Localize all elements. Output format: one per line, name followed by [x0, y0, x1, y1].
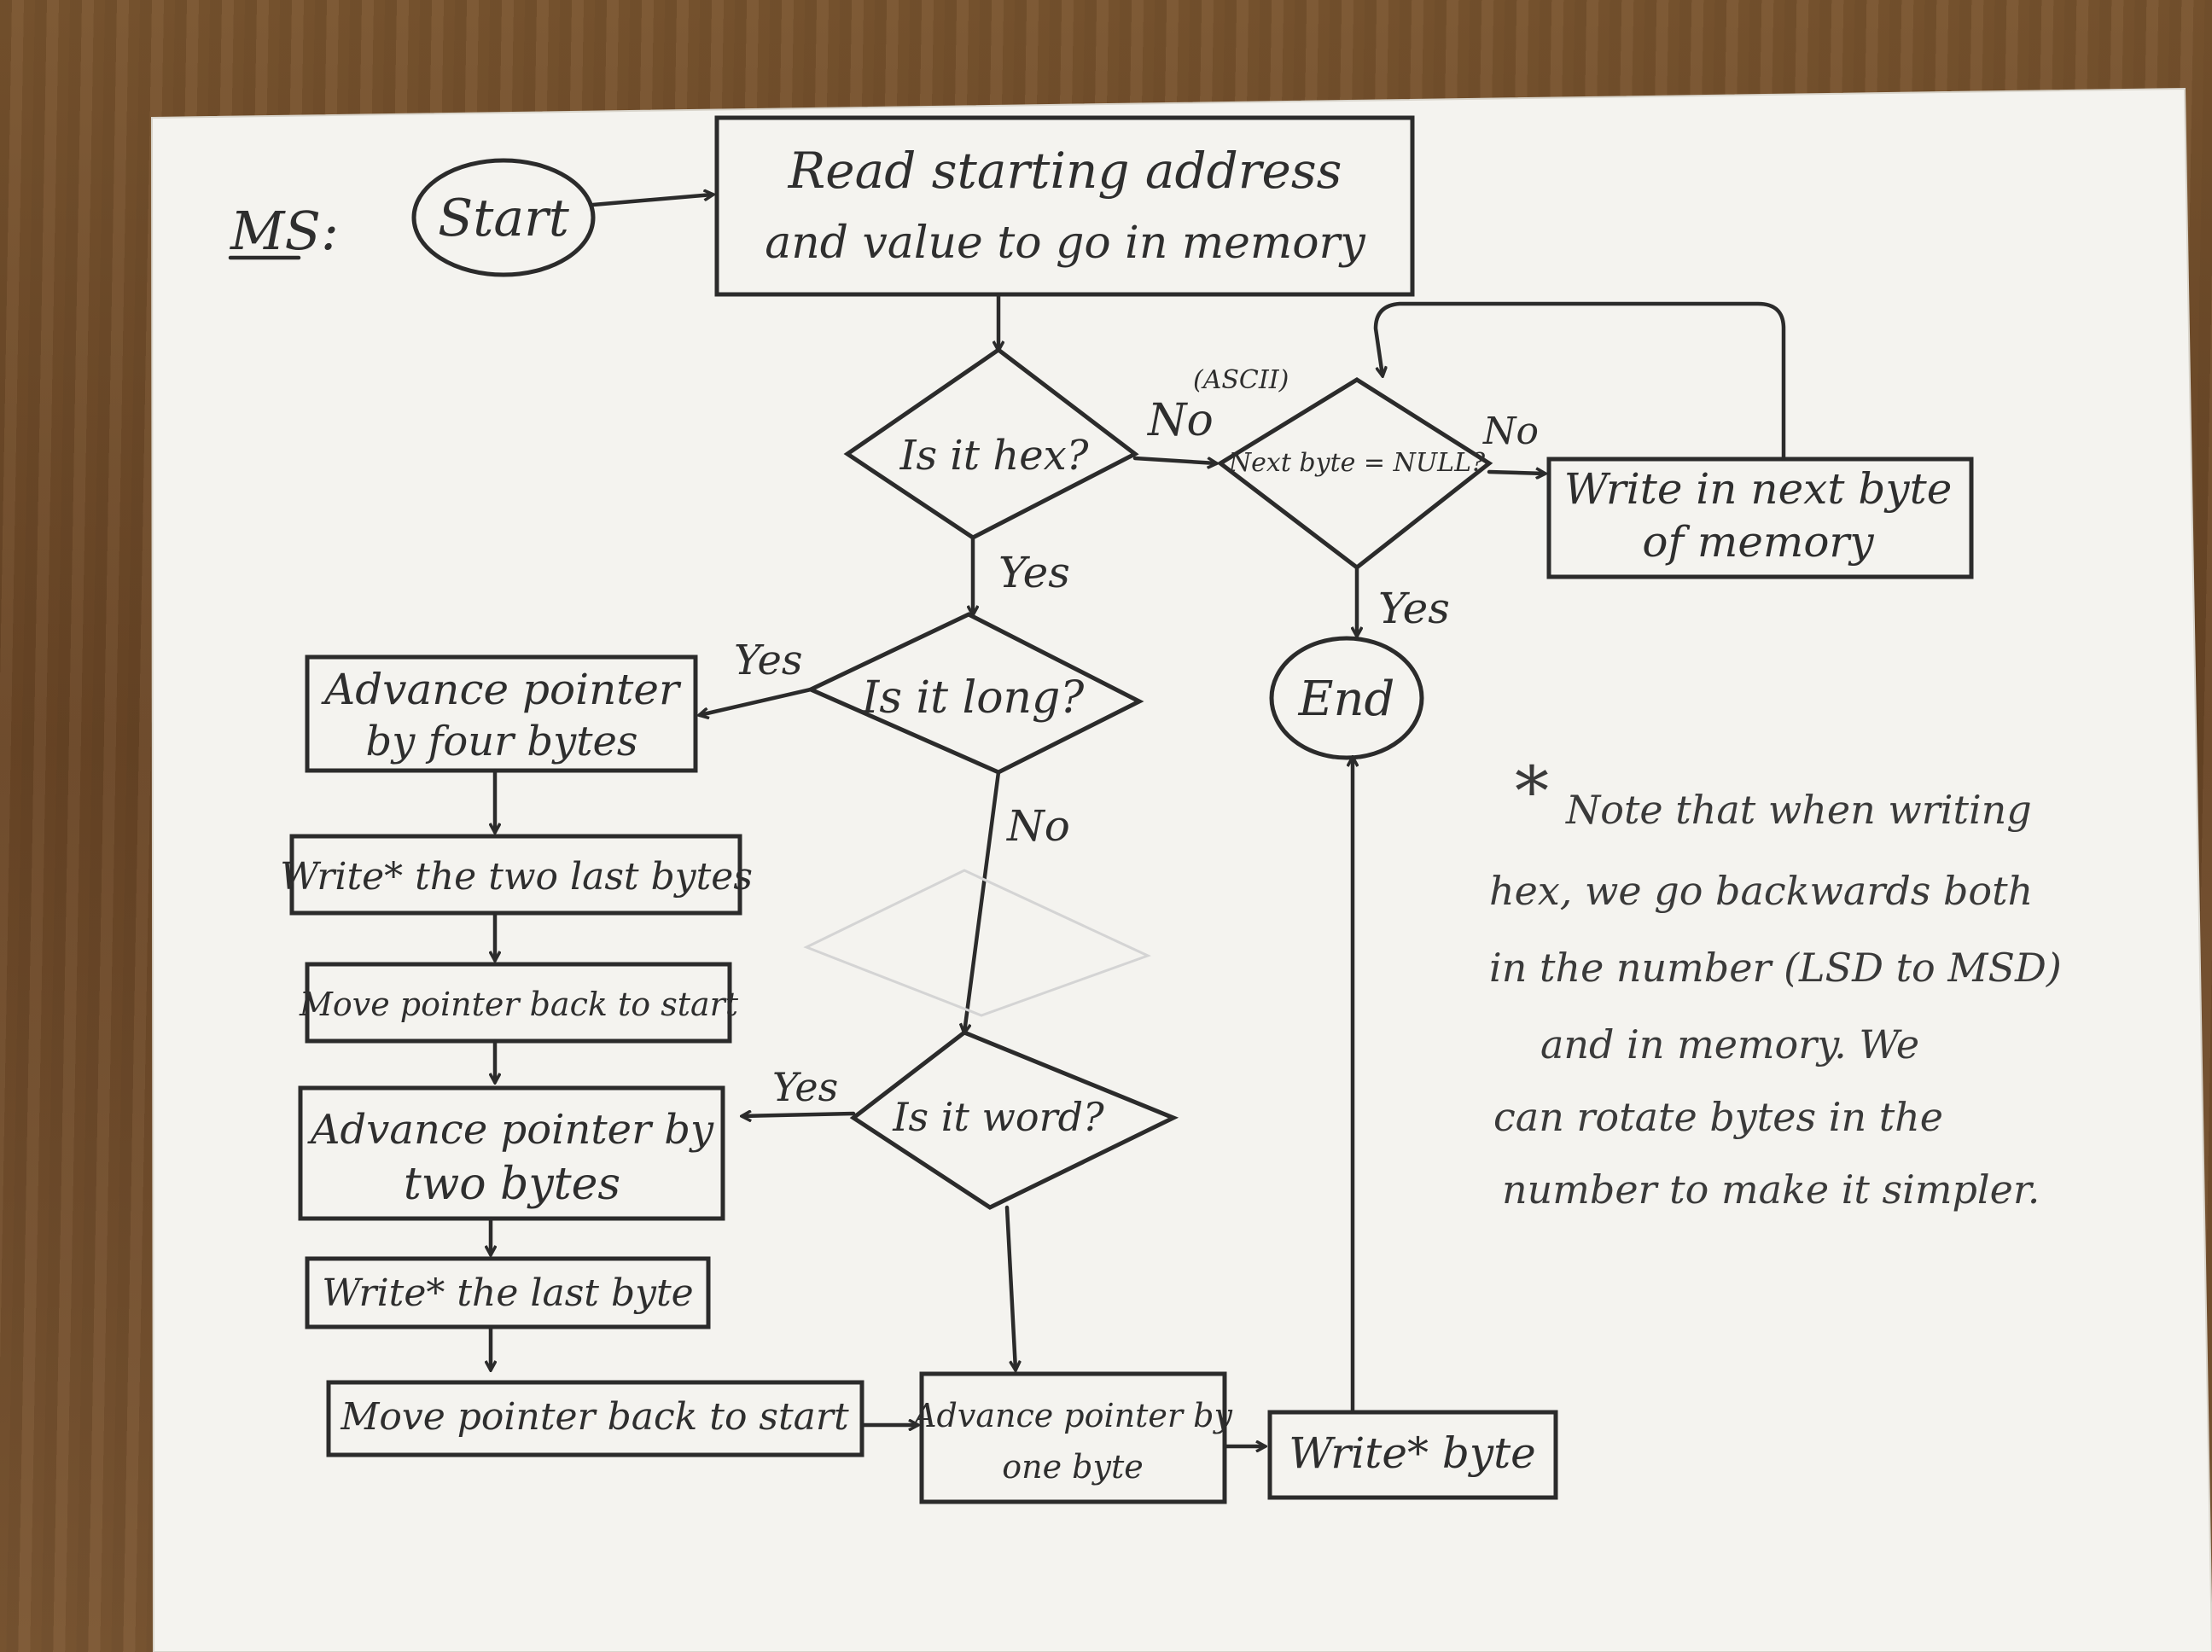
arrow-loop-back [1373, 301, 1786, 462]
note-line-2: hex, we go backwards both [1489, 868, 2033, 914]
arrow-start-read [591, 195, 713, 207]
note-line-5: can rotate bytes in the [1493, 1094, 1943, 1140]
is-hex-no-label: No [1146, 395, 1214, 446]
note-line-1: Note that when writing [1565, 787, 2032, 833]
next-byte-null-no-label: No [1482, 410, 1539, 453]
is-word-diamond [849, 1030, 1179, 1210]
start-node [411, 158, 596, 277]
arrow-word-yes [742, 1114, 856, 1116]
advance-two-label-2: two bytes [404, 1159, 620, 1210]
write-next-label-1: Write in next byte [1564, 464, 1953, 514]
move-back-label-2: Move pointer back to start [340, 1395, 849, 1439]
note-line-6: number to make it simpler. [1502, 1166, 2040, 1213]
write-two-last-box [289, 834, 742, 916]
note-star: * [1515, 752, 1549, 831]
advance-one-box [919, 1371, 1227, 1504]
write-two-last-label: Write* the two last bytes [280, 855, 753, 899]
is-word-label: Is it word? [892, 1094, 1104, 1140]
is-hex-label: Is it hex? [899, 432, 1089, 480]
read-label-2: and value to go in memory [765, 218, 1365, 269]
is-long-label: Is it long? [861, 672, 1086, 724]
move-back-label-1: Move pointer back to start [299, 986, 739, 1023]
write-last-box [305, 1256, 711, 1329]
advance-two-box [298, 1085, 725, 1221]
advance-two-label-1: Advance pointer by [307, 1106, 714, 1154]
prefix-label: MS: [230, 200, 339, 262]
move-back-box-2 [326, 1380, 864, 1457]
end-label: End [1298, 672, 1395, 727]
advance-four-label-1: Advance pointer [321, 665, 682, 714]
advance-four-box [305, 654, 698, 773]
arrow-word-advone [1004, 1205, 1016, 1370]
is-hex-yes-label: Yes [998, 548, 1070, 597]
move-back-box-1 [305, 962, 732, 1044]
advance-four-label-2: by four bytes [365, 718, 637, 765]
write-next-byte-box [1546, 457, 1974, 579]
read-label-1: Read starting address [788, 142, 1342, 200]
note-line-4: and in memory. We [1540, 1021, 1919, 1067]
write-last-label: Write* the last byte [322, 1271, 693, 1315]
arrow-null-write [1487, 472, 1545, 474]
erased-diamond [803, 869, 1151, 1017]
next-byte-null-label: Next byte = NULL? [1228, 448, 1486, 478]
arrow-long-word [964, 770, 1001, 1032]
next-byte-null-yes-label: Yes [1378, 584, 1450, 633]
paper [150, 87, 2212, 1652]
arrow-long-yes [700, 687, 813, 715]
is-long-no-label: No [1006, 801, 1070, 851]
advance-one-label-1: Advance pointer by [911, 1397, 1232, 1434]
note-line-3: in the number (LSD to MSD) [1489, 945, 2062, 991]
advance-one-label-2: one byte [1002, 1448, 1143, 1486]
read-box [714, 115, 1415, 297]
write-byte-label: Write* byte [1289, 1428, 1536, 1478]
ascii-label: (ASCII) [1193, 365, 1289, 395]
arrow-hex-null [1132, 456, 1216, 463]
is-long-yes-label: Yes [734, 637, 803, 684]
write-byte-box [1267, 1410, 1558, 1500]
start-label: Start [438, 189, 570, 248]
write-next-label-2: of memory [1642, 517, 1874, 567]
is-word-yes-label: Yes [772, 1064, 838, 1110]
